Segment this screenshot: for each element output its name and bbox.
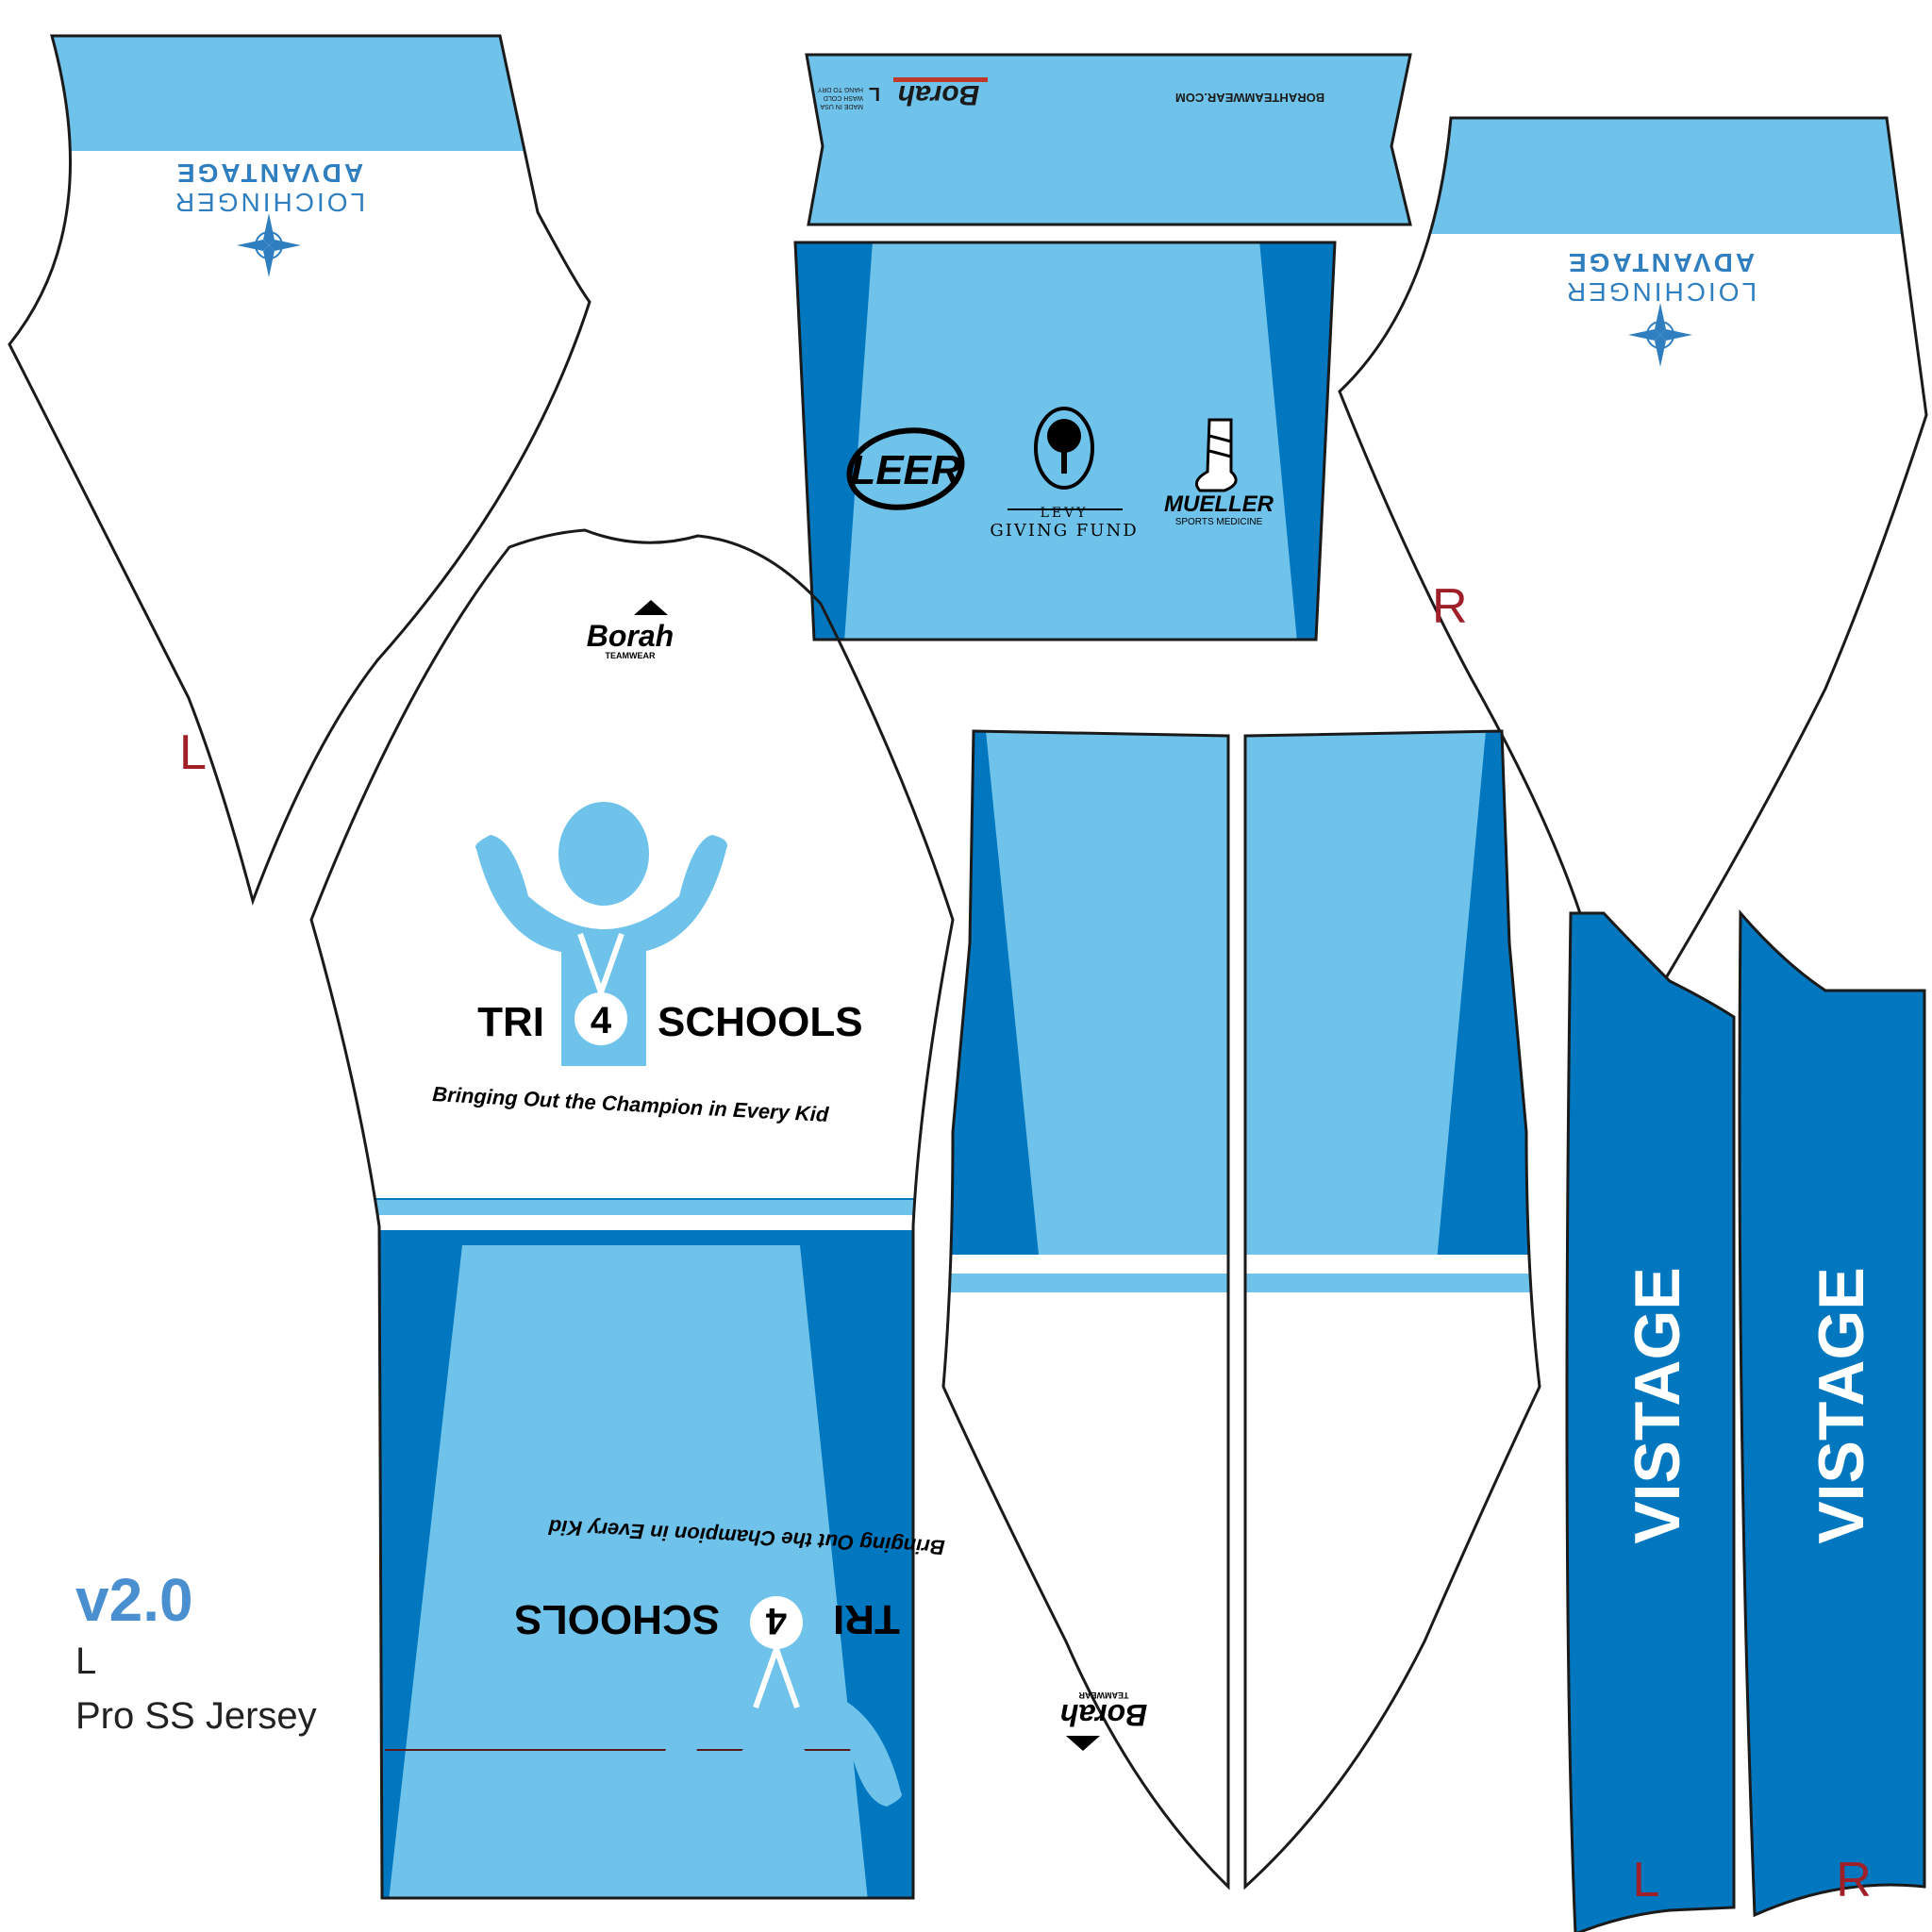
logo-left-text: TRI	[833, 1596, 900, 1642]
borah-logo-text: Borah	[898, 79, 980, 110]
teamwear-text: TEAMWEAR	[606, 651, 656, 660]
giving-fund-text: GIVING FUND	[990, 521, 1138, 541]
levy-giving-fund-logo: LEVY GIVING FUND	[990, 407, 1138, 541]
back-panel: Borah TEAMWEAR 4 TRI SCHOOLS Bringing Ou…	[309, 528, 955, 1900]
borah-text: Borah	[587, 619, 674, 653]
product-label: Pro SS Jersey	[75, 1695, 317, 1737]
sponsor-text-line1: LOICHINGER	[173, 188, 365, 217]
website-text: BORAHTEAMWEAR.COM	[1175, 91, 1324, 105]
collar-panel: BORAHTEAMWEAR.COM Borah MADE IN USA WASH…	[805, 53, 1412, 226]
tagline-text: Bringing Out the Champion in Every Kid	[432, 1082, 830, 1126]
tree-icon	[1047, 419, 1081, 474]
teamwear-text: TEAMWEAR	[1078, 1690, 1128, 1700]
spec-info: v2.0 L Pro SS Jersey	[75, 1566, 453, 1743]
borah-teamwear-logo-front: Borah TEAMWEAR	[1060, 1690, 1147, 1751]
levy-text: LEVY	[1041, 506, 1089, 521]
compass-rose-icon	[1628, 303, 1692, 367]
compass-rose-icon	[237, 213, 301, 277]
loichinger-logo-left: LOICHINGER ADVANTAGE	[173, 158, 365, 277]
front-left-panel	[941, 729, 1230, 1890]
sponsor-text-line1: LOICHINGER	[1564, 277, 1757, 307]
leer-logo: LEER	[846, 427, 965, 510]
tri4schools-logo-back: 4 TRI SCHOOLS Bringing Out the Champion …	[432, 802, 863, 1126]
logo-right-text: SCHOOLS	[514, 1596, 720, 1642]
side-panel-left: VISTAGE L	[1565, 911, 1736, 1932]
logo-right-text: SCHOOLS	[658, 999, 863, 1045]
vistage-text: VISTAGE	[1622, 1267, 1693, 1543]
usa-flag-stripe	[893, 77, 988, 82]
borah-text: Borah	[1060, 1698, 1147, 1732]
version-label: v2.0	[75, 1566, 193, 1634]
sleeve-cuff-band	[1340, 118, 1926, 234]
care-line1: MADE IN USA	[820, 103, 863, 109]
sponsor-text-line2: ADVANTAGE	[1566, 248, 1755, 277]
side-label: R	[1836, 1853, 1872, 1907]
logo-number: 4	[591, 1000, 612, 1041]
care-line3: HANG TO DRY	[817, 86, 863, 92]
side-label: L	[1633, 1853, 1660, 1907]
mueller-text: MUELLER	[1164, 491, 1274, 517]
mueller-logo: MUELLER SPORTS MEDICINE	[1164, 418, 1274, 527]
side-label: R	[1432, 579, 1468, 634]
sports-medicine-text: SPORTS MEDICINE	[1175, 517, 1263, 527]
size-tag: L	[869, 83, 880, 104]
borah-teamwear-logo-back: Borah TEAMWEAR	[587, 600, 674, 660]
side-panel-right: VISTAGE R	[1738, 909, 1926, 1918]
back-pocket-panel: LEER LEVY GIVING FUND MUELLER SPORTS MED…	[793, 241, 1337, 641]
sleeve-cuff-band	[9, 36, 590, 151]
sock-icon	[1194, 418, 1238, 492]
leer-text: LEER	[850, 447, 961, 493]
sponsor-text-line2: ADVANTAGE	[175, 158, 363, 188]
mountain-icon	[634, 600, 668, 615]
medal-icon	[575, 992, 627, 1045]
logo-number: 4	[765, 1600, 787, 1641]
front-right-panel	[1243, 729, 1541, 1890]
logo-left-text: TRI	[477, 999, 544, 1045]
mountain-icon	[1066, 1736, 1100, 1751]
left-sleeve-panel: LOICHINGER ADVANTAGE L	[8, 34, 591, 906]
size-label: L	[75, 1641, 97, 1682]
loichinger-logo-right: LOICHINGER ADVANTAGE	[1564, 248, 1757, 367]
vistage-text: VISTAGE	[1806, 1267, 1877, 1543]
medal-icon	[750, 1596, 803, 1649]
care-line2: WASH COLD	[824, 94, 863, 101]
side-label: L	[179, 725, 207, 780]
